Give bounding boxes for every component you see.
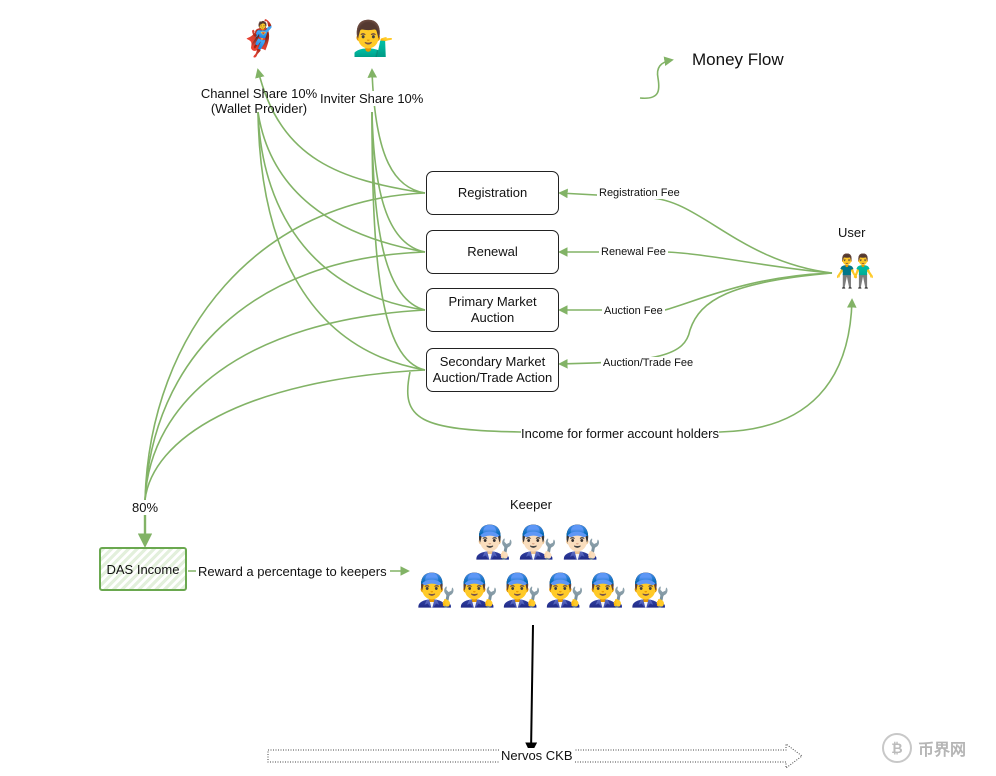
renewal-fee-label: Renewal Fee xyxy=(599,246,668,258)
keepers-to-ckb-arrow xyxy=(525,624,538,755)
reward-label: Reward a percentage to keepers xyxy=(198,564,387,579)
legend-arrow xyxy=(639,56,674,100)
das-income-box: DAS Income xyxy=(99,547,187,591)
flow-former-holders xyxy=(406,298,857,433)
flow-user-secondary xyxy=(558,272,833,369)
users-icon: 👬 xyxy=(835,253,875,289)
keeper-icon: 👨‍🔧 xyxy=(501,572,542,608)
keeper-icon: 👨‍🔧 xyxy=(416,572,456,608)
former-holders-label: Income for former account holders xyxy=(521,426,719,441)
trade-fee-label: Auction/Trade Fee xyxy=(601,357,696,369)
inviter-share-label: Inviter Share 10% xyxy=(320,91,424,106)
auction-fee-label: Auction Fee xyxy=(602,305,665,317)
renewal-box: Renewal xyxy=(426,230,559,274)
watermark: ₿ 币界网 xyxy=(882,733,966,763)
watermark-text: 币界网 xyxy=(918,742,967,759)
primary-market-box: Primary Market Auction xyxy=(426,288,559,332)
channel-share-label: Channel Share 10% (Wallet Provider) xyxy=(200,86,318,116)
keepers-row-1: 👨🏻‍🔧 👨🏻‍🔧 👨🏻‍🔧 xyxy=(474,525,602,559)
keeper-icon: 👨🏻‍🔧 xyxy=(474,524,514,560)
keeper-icon: 👨🏻‍🔧 xyxy=(561,524,602,560)
keeper-icon: 👨🏻‍🔧 xyxy=(517,524,558,560)
flow-user-primary xyxy=(558,272,833,315)
registration-fee-label: Registration Fee xyxy=(597,187,682,199)
flow-user-renewal xyxy=(558,247,833,274)
keeper-icon: 👨‍🔧 xyxy=(458,572,499,608)
keeper-icon: 👨‍🔧 xyxy=(544,572,585,608)
nervos-ckb-label: Nervos CKB xyxy=(500,748,574,763)
registration-box: Registration xyxy=(426,171,559,215)
flow-user-registration xyxy=(558,188,833,274)
das-share-label: 80% xyxy=(132,500,159,515)
secondary-market-box: Secondary Market Auction/Trade Action xyxy=(426,348,559,392)
keeper-icon: 👨‍🔧 xyxy=(587,572,628,608)
superhero-icon: 🦸 xyxy=(238,20,281,58)
user-label: User xyxy=(838,225,866,240)
bitcoin-icon: ₿ xyxy=(882,733,912,763)
legend-title: Money Flow xyxy=(692,50,784,69)
tipping-person-icon: 💁‍♂️ xyxy=(352,20,395,58)
keepers-row-2: 👨‍🔧 👨‍🔧 👨‍🔧 👨‍🔧 👨‍🔧 👨‍🔧 xyxy=(416,573,670,607)
keeper-label: Keeper xyxy=(510,497,552,512)
keeper-icon: 👨‍🔧 xyxy=(630,572,671,608)
